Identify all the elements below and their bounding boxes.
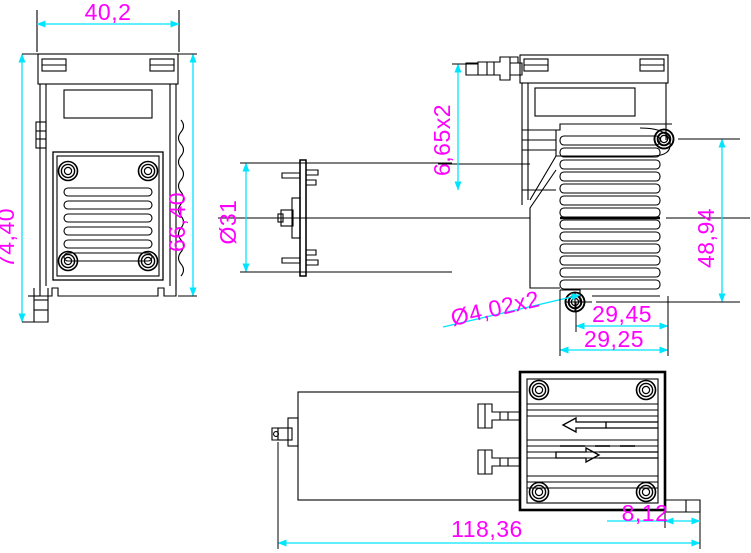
dim-label-118-36: 118,36 xyxy=(451,516,523,542)
cooling-fin-stack xyxy=(559,135,661,290)
dim-hole-dia-4-02x2 xyxy=(442,293,581,328)
top-bolt-br xyxy=(635,481,657,503)
dim-label-dia-4-02x2: Ø4,02x2 xyxy=(448,285,542,331)
front-view xyxy=(28,10,180,323)
outlet-arrow xyxy=(555,446,658,464)
section-view xyxy=(218,159,452,277)
inlet-barb xyxy=(477,403,521,429)
dim-label-29-25: 29,25 xyxy=(584,326,644,352)
dim-width-40-2 xyxy=(36,10,180,52)
dim-width-29-25 xyxy=(559,290,669,356)
dim-dia-31 xyxy=(240,162,260,273)
dim-port-6-65x2 xyxy=(452,63,478,191)
dim-offset-8-12 xyxy=(607,500,701,528)
cooling-fins xyxy=(63,187,153,262)
dim-label-48-94: 48,94 xyxy=(693,208,719,268)
dim-label-66-40: 66,40 xyxy=(164,192,190,252)
bolt-top-right xyxy=(137,160,159,182)
dim-label-dia-31: Ø31 xyxy=(215,200,241,245)
dim-label-8-12: 8,12 xyxy=(622,500,669,526)
bolt-top-left xyxy=(57,160,79,182)
outlet-barb xyxy=(477,449,521,475)
dim-label-29-45: 29,45 xyxy=(592,301,652,327)
dim-label-6-65x2: 6,65x2 xyxy=(429,104,455,176)
dim-height-66-40 xyxy=(177,53,197,297)
top-bolt-tr xyxy=(635,379,657,401)
side-view xyxy=(465,54,675,313)
dim-label-40-2: 40,2 xyxy=(85,0,132,25)
top-view xyxy=(271,370,701,513)
head-ribs xyxy=(527,403,658,489)
top-bolt-bl xyxy=(528,481,550,503)
dim-height-74-40 xyxy=(18,53,40,323)
inlet-arrow xyxy=(561,416,658,434)
top-bolt-tl xyxy=(528,379,550,401)
dim-label-74-40: 74,40 xyxy=(0,208,19,268)
